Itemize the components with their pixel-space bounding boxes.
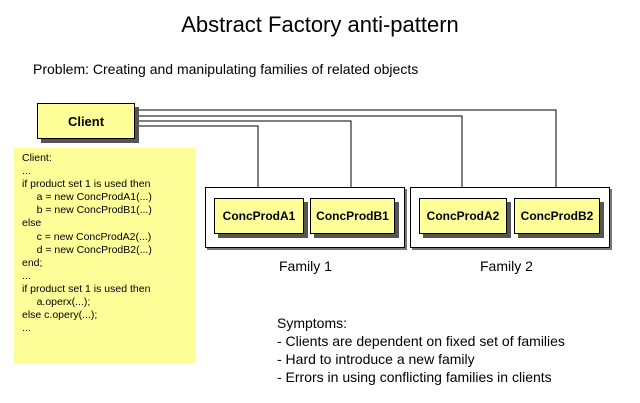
- code-line: a.operx(...);: [22, 296, 91, 309]
- client-code-box: Client: ... if product set 1 is used the…: [14, 148, 196, 363]
- connector-client-b1: [133, 120, 352, 198]
- problem-statement: Problem: Creating and manipulating famil…: [33, 61, 419, 77]
- symptoms-list: Symptoms: - Clients are dependent on fix…: [277, 314, 565, 386]
- conc-prod-b1-box: ConcProdB1: [310, 198, 395, 234]
- conc-prod-a1-box: ConcProdA1: [214, 198, 304, 234]
- conc-prod-a1-label: ConcProdA1: [222, 209, 296, 223]
- conc-prod-b1-label: ConcProdB1: [316, 209, 389, 223]
- symptom-item: - Clients are dependent on fixed set of …: [277, 333, 565, 349]
- connector-client-a2: [133, 115, 463, 198]
- family-1-label: Family 1: [279, 258, 332, 274]
- code-line: if product set 1 is used then: [22, 282, 151, 295]
- conc-prod-b2-label: ConcProdB2: [520, 209, 594, 223]
- code-line: else c.opery(...);: [22, 309, 98, 322]
- symptoms-heading: Symptoms:: [277, 315, 348, 331]
- code-line: ...: [22, 165, 31, 178]
- code-line: Client:: [22, 152, 52, 164]
- code-line: ...: [22, 322, 31, 335]
- family-2-label: Family 2: [480, 258, 533, 274]
- connector-client-a1: [133, 125, 259, 198]
- code-line: if product set 1 is used then: [22, 178, 151, 191]
- code-line: c = new ConcProdA2(...): [22, 230, 152, 243]
- conc-prod-a2-box: ConcProdA2: [419, 198, 507, 234]
- code-line: else: [22, 217, 42, 230]
- connector-client-b2: [133, 109, 557, 198]
- diagram-title: Abstract Factory anti-pattern: [181, 12, 459, 37]
- code-line: a = new ConcProdA1(...): [22, 191, 152, 204]
- symptom-item: - Errors in using conflicting families i…: [277, 369, 552, 385]
- code-line: ...: [22, 269, 31, 282]
- code-line: b = new ConcProdB1(...): [22, 204, 152, 217]
- client-box: Client: [37, 103, 135, 139]
- conc-prod-b2-box: ConcProdB2: [514, 198, 600, 234]
- client-label: Client: [67, 113, 105, 129]
- code-line: d = new ConcProdB2(...): [22, 243, 152, 256]
- symptom-item: - Hard to introduce a new family: [277, 351, 475, 367]
- code-line: end;: [22, 256, 43, 269]
- conc-prod-a2-label: ConcProdA2: [426, 209, 500, 223]
